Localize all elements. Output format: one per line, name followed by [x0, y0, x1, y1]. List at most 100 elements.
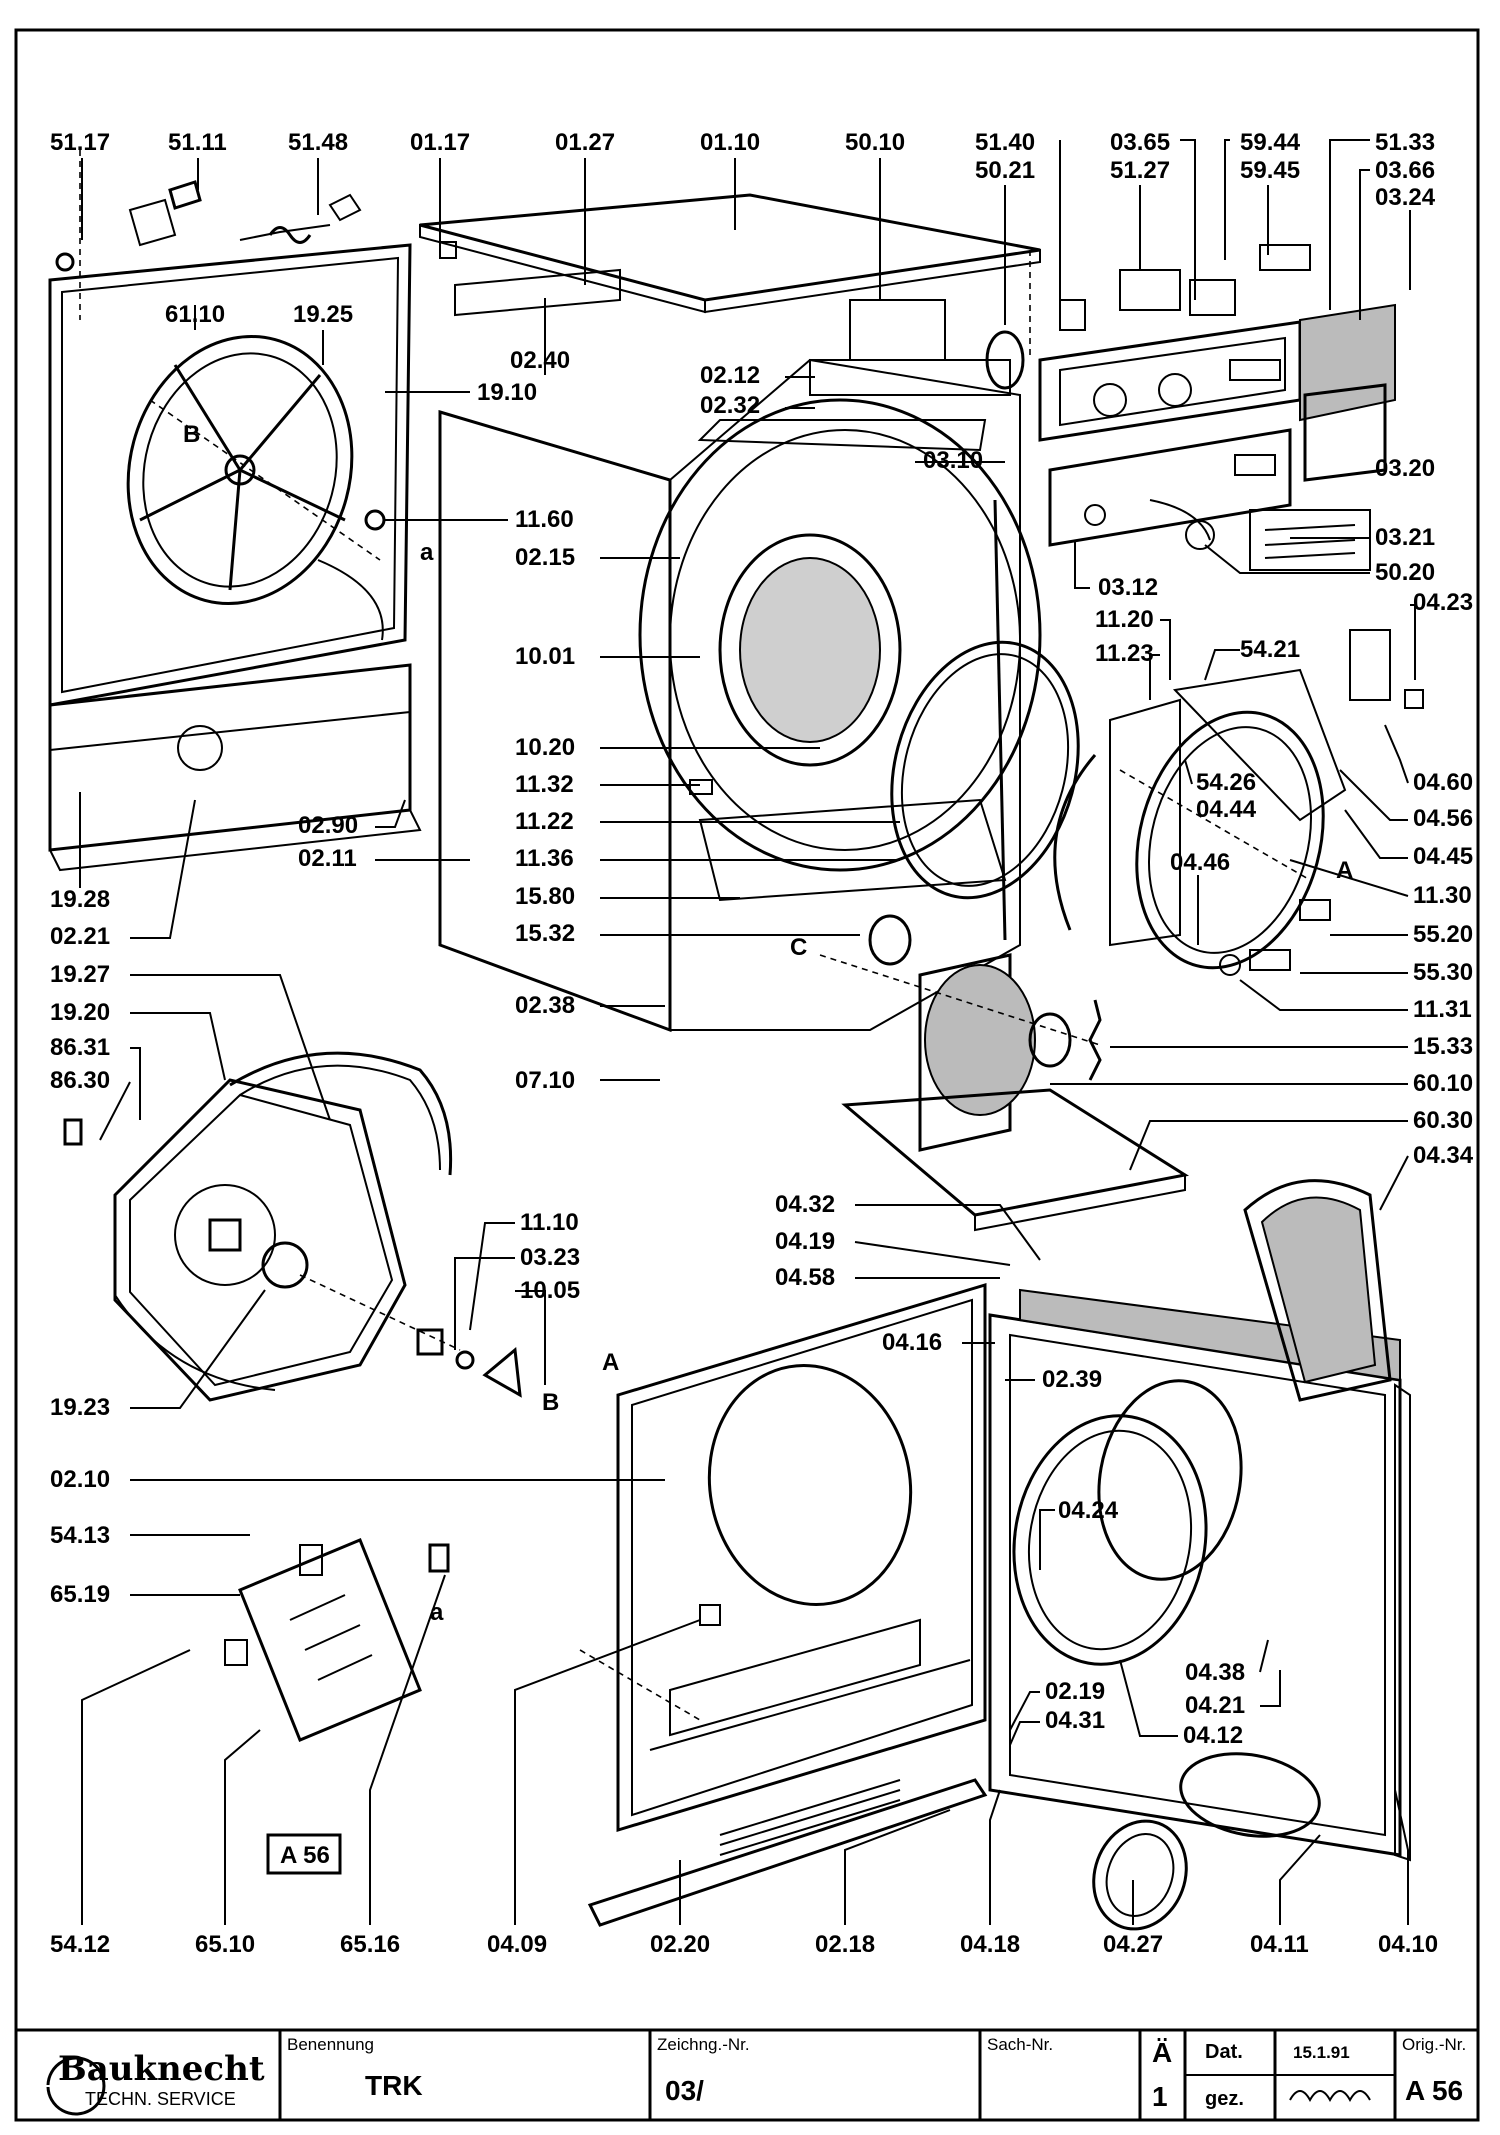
signature	[1289, 2090, 1371, 2103]
sheet-frame	[14, 28, 1480, 2122]
zeichnung-label: Zeichng.-Nr.	[657, 2035, 750, 2054]
orig-label: Orig.-Nr.	[1402, 2035, 1466, 2054]
part-label: 10.20	[515, 734, 575, 761]
part-label: 04.32	[775, 1191, 835, 1218]
brand-subtitle: TECHN. SERVICE	[85, 2089, 236, 2109]
part-label: 11.23	[1095, 640, 1154, 667]
part-label: 11.60	[515, 506, 574, 533]
part-label: 02.10	[50, 1466, 110, 1493]
part-label: 03.12	[1098, 574, 1158, 601]
part-label: 02.90	[298, 812, 358, 839]
part-label: 54.21	[1240, 636, 1300, 663]
part-label: 11.32	[515, 771, 574, 798]
cabinet-panel-drawing	[438, 358, 1042, 1033]
part-label: 03.24	[1375, 184, 1436, 211]
part-label: 04.19	[775, 1228, 835, 1255]
part-label: 11.30	[1413, 882, 1472, 909]
reference-letter: B	[183, 421, 200, 448]
part-label: 03.20	[1375, 455, 1435, 482]
assembly-line	[1119, 769, 1311, 881]
part-label: 04.31	[1045, 1707, 1105, 1734]
part-label: 65.10	[195, 1931, 255, 1958]
part-label: 02.20	[650, 1931, 710, 1958]
part-label: 59.44	[1240, 129, 1301, 156]
part-label: 04.58	[775, 1264, 835, 1291]
brand-name: Bauknecht	[58, 2049, 265, 2089]
part-label: 01.17	[410, 129, 470, 156]
electronics-board-drawing	[224, 1538, 450, 1742]
dat-label: Dat.	[1205, 2041, 1243, 2063]
part-label: 19.28	[50, 886, 110, 913]
part-label: 04.34	[1413, 1142, 1474, 1169]
zeichnung-value: 03/	[665, 2075, 704, 2106]
part-label: 04.44	[1196, 796, 1257, 823]
part-label: 11.31	[1413, 996, 1472, 1023]
part-label: 50.21	[975, 157, 1035, 184]
part-label: 04.16	[882, 1329, 942, 1356]
small-parts-top-left	[55, 180, 362, 272]
part-label: 03.21	[1375, 524, 1435, 551]
part-label: 04.10	[1378, 1931, 1438, 1958]
part-label: 04.18	[960, 1931, 1020, 1958]
part-label: 19.27	[50, 961, 110, 988]
part-label: 59.45	[1240, 157, 1300, 184]
part-label: 04.56	[1413, 805, 1473, 832]
part-label: 15.80	[515, 883, 575, 910]
part-label: 15.32	[515, 920, 575, 947]
part-label: 02.19	[1045, 1678, 1105, 1705]
part-label: 11.22	[515, 808, 574, 835]
part-label: 60.30	[1413, 1107, 1473, 1134]
part-label: 86.31	[50, 1034, 110, 1061]
part-label: 04.60	[1413, 769, 1473, 796]
assembly-line	[579, 1649, 701, 1721]
benennung-label: Benennung	[287, 2035, 374, 2054]
aenderung-value: 1	[1152, 2081, 1168, 2112]
top-cover-drawing	[419, 193, 1041, 317]
part-label: 51.11	[168, 129, 227, 156]
part-label: 04.11	[1250, 1931, 1309, 1958]
artwork	[48, 150, 1424, 1931]
part-label: 54.12	[50, 1931, 110, 1958]
part-label: 04.23	[1413, 589, 1473, 616]
part-label: 51.33	[1375, 129, 1435, 156]
part-label: 02.12	[700, 362, 760, 389]
part-label: 04.27	[1103, 1931, 1163, 1958]
door-seal-drawing	[890, 640, 1080, 900]
gez-label: gez.	[1205, 2088, 1244, 2110]
part-label: 04.45	[1413, 843, 1473, 870]
part-label: 65.16	[340, 1931, 400, 1958]
part-label: 19.20	[50, 999, 110, 1026]
part-label: 11.20	[1095, 606, 1154, 633]
heater-housing-drawing	[1053, 629, 1424, 976]
part-label: 51.17	[50, 129, 110, 156]
part-label: 02.18	[815, 1931, 875, 1958]
part-label: 50.10	[845, 129, 905, 156]
rear-drum-wall-drawing	[63, 1051, 522, 1402]
part-label: 02.32	[700, 392, 760, 419]
part-label: 65.19	[50, 1581, 110, 1608]
part-label: 03.23	[520, 1244, 580, 1271]
control-panel-drawing	[849, 244, 1396, 571]
part-label: 03.65	[1110, 129, 1170, 156]
front-panel-drawing	[587, 1282, 988, 1927]
part-label: 02.38	[515, 992, 575, 1019]
part-label: 86.30	[50, 1067, 110, 1094]
part-label: 07.10	[515, 1067, 575, 1094]
part-label: 19.25	[293, 301, 353, 328]
title-block: Bauknecht TECHN. SERVICE Benennung TRK Z…	[16, 2028, 1478, 2120]
reference-letter: A	[1336, 857, 1353, 884]
part-label: 54.26	[1196, 769, 1256, 796]
sach-label: Sach-Nr.	[987, 2035, 1053, 2054]
part-label: 03.10	[923, 447, 983, 474]
part-label: 11.10	[520, 1209, 579, 1236]
part-label: 51.27	[1110, 157, 1170, 184]
reference-letter: B	[542, 1389, 559, 1416]
part-label: 01.10	[700, 129, 760, 156]
part-label: 19.10	[477, 379, 537, 406]
part-label: 54.13	[50, 1522, 110, 1549]
part-label: 55.20	[1413, 921, 1473, 948]
part-label: 02.40	[510, 347, 570, 374]
lint-filter-drawing	[1243, 1179, 1392, 1402]
